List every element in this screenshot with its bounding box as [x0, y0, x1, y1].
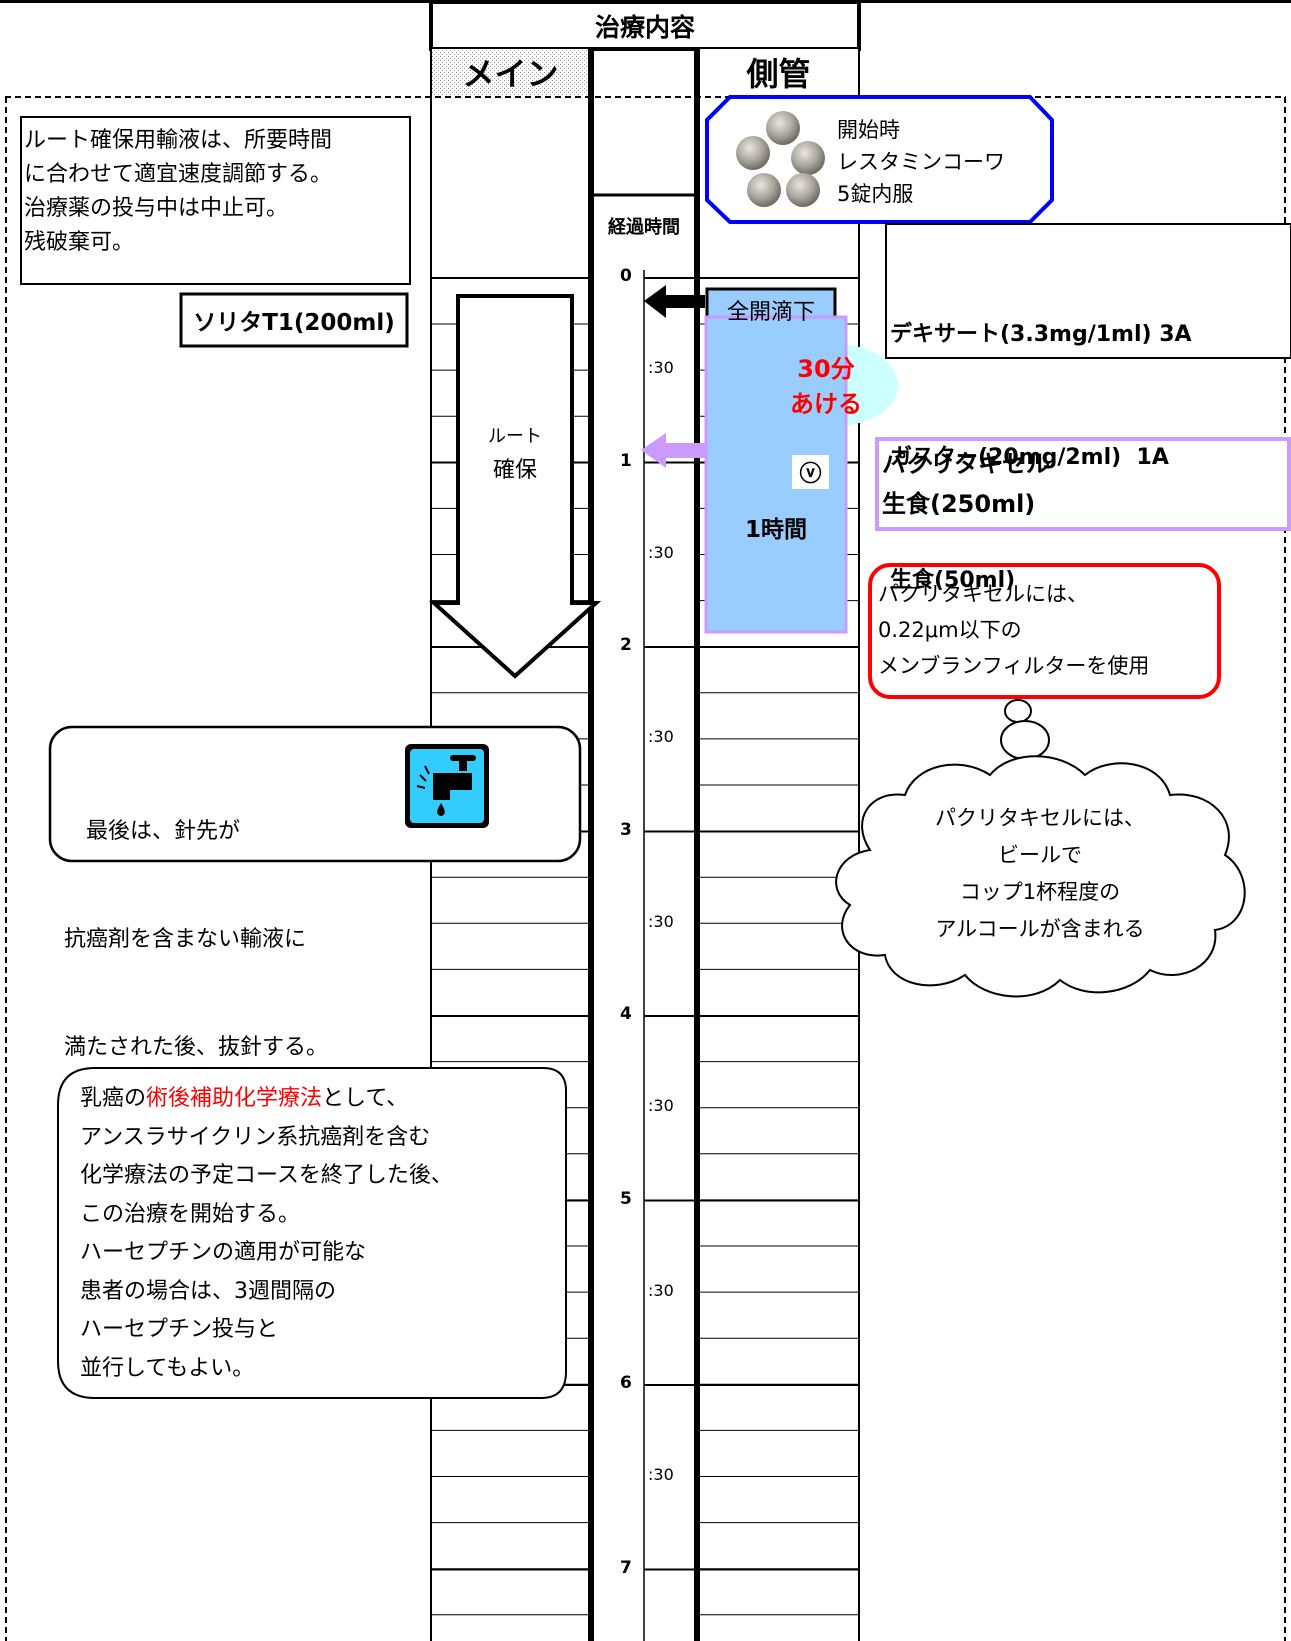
bc-post: として、: [322, 1086, 409, 1111]
end-note-line: 満たされた後、抜針する。: [64, 1035, 329, 1060]
wait-line: あける: [790, 390, 862, 418]
half-hour-label: :30: [648, 1096, 674, 1116]
bc-line: 並行してもよい。: [80, 1355, 255, 1381]
side-column-label: 側管: [746, 55, 811, 93]
bc-line: 化学療法の予定コースを終了した後、: [80, 1163, 453, 1188]
hour-label: 1: [620, 450, 632, 471]
route-arrow-label: ルート 確保: [460, 420, 570, 488]
bc-line: ハーセプチン投与と: [80, 1317, 279, 1342]
alcohol-text: パクリタキセルには、 ビールで コップ1杯程度の アルコールが含まれる: [880, 800, 1200, 948]
premed-line: 5錠内服: [837, 182, 914, 206]
elapsed-time-label: 経過時間: [608, 217, 680, 238]
paclitaxel-line: パクリタキセル: [882, 450, 1050, 478]
filter-box: [868, 563, 1221, 699]
drip-line: ガスター(20mg/2ml) 1A: [890, 445, 1169, 470]
wait-line: 30分: [797, 355, 855, 383]
route-note-line: ルート確保用輸液は、所要時間: [24, 128, 333, 153]
alcohol-cloud: [835, 755, 1246, 998]
half-hour-label: :30: [648, 1465, 674, 1485]
solita-box: [179, 292, 409, 348]
end-note-text: 最後は、針先が 抗癌剤を含まない輸液に 満たされた後、抜針する。: [64, 742, 328, 1102]
full-open-label: 全開滴下: [726, 300, 815, 325]
end-note-line: 抗癌剤を含まない輸液に: [64, 927, 307, 952]
bc-line: 乳癌の術後補助化学療法として、: [80, 1080, 453, 1119]
v-mark-bg: [792, 455, 829, 489]
route-note-line: に合わせて適宜速度調節する。: [24, 162, 333, 187]
bc-callout-text: 乳癌の術後補助化学療法として、 アンスラサイクリン系抗癌剤を含む 化学療法の予定…: [80, 1080, 453, 1388]
main-column-label: メイン: [462, 55, 559, 93]
hour-label: 5: [620, 1188, 632, 1209]
half-hour-label: :30: [648, 911, 674, 931]
bc-line: アンスラサイクリン系抗癌剤を含む: [80, 1124, 431, 1150]
paclitaxel-arrow: [641, 433, 705, 468]
faucet-icon: [405, 744, 489, 828]
route-note: ルート確保用輸液は、所要時間 に合わせて適宜速度調節する。 治療薬の投与中は中止…: [24, 124, 409, 260]
paclitaxel-box: [875, 437, 1291, 531]
header-title: 治療内容: [594, 12, 695, 42]
route-arrow-line: 確保: [492, 458, 537, 483]
drip-line: デキサート(3.3mg/1ml) 3A: [890, 322, 1192, 347]
route-note-box: [20, 116, 411, 285]
alcohol-line: ビールで: [998, 843, 1082, 867]
premed-text: 開始時 レスタミンコーワ 5錠内服: [837, 114, 1005, 210]
bc-highlight: 術後補助化学療法: [146, 1086, 323, 1111]
pill-tablets-icon: [736, 111, 825, 207]
hour-label: 7: [620, 1557, 632, 1578]
solita-label: ソリタT1(200ml): [193, 310, 395, 336]
hour-label: 0: [620, 266, 632, 286]
half-hour-label: :30: [648, 542, 674, 562]
half-hour-label: :30: [648, 358, 674, 378]
route-down-arrow: [428, 294, 602, 679]
thought-bubble-small: [1004, 699, 1032, 723]
premed-line: レスタミンコーワ: [837, 150, 1005, 174]
paclitaxel-line: 生食(250ml): [882, 490, 1036, 518]
bc-line: 患者の場合は、3週間隔の: [80, 1278, 336, 1304]
bc-pre: 乳癌の: [80, 1086, 147, 1111]
drip-info-box: [885, 223, 1291, 359]
bc-line: ハーセプチンの適用が可能な: [80, 1240, 367, 1265]
alcohol-line: パクリタキセルには、: [935, 806, 1145, 830]
end-note-line: 最後は、針先が: [64, 819, 241, 844]
header-title-box: [429, 0, 861, 51]
half-hour-label: :30: [648, 727, 674, 747]
hour-label: 4: [620, 1004, 632, 1024]
filter-line: パクリタキセルには、: [878, 582, 1088, 606]
hour-label: 3: [620, 819, 632, 840]
alcohol-line: アルコールが含まれる: [935, 917, 1145, 941]
wait-label: 30分 あける: [776, 352, 876, 422]
premed-line: 開始時: [837, 118, 900, 142]
thought-bubble-medium: [1000, 720, 1050, 760]
bc-line: この治療を開始する。: [80, 1201, 301, 1227]
alcohol-line: コップ1杯程度の: [959, 880, 1121, 904]
main-label-box: [431, 49, 590, 95]
hour-label: 2: [620, 635, 632, 655]
hour-label: 6: [620, 1373, 632, 1393]
route-arrow-line: ルート: [488, 426, 542, 447]
paclitaxel-label: パクリタキセル 生食(250ml): [882, 444, 1050, 524]
route-note-line: 治療薬の投与中は中止可。: [24, 196, 289, 221]
side-label-box: [698, 49, 859, 95]
filter-line: メンブランフィルターを使用: [878, 654, 1150, 678]
one-hour-label: 1時間: [744, 517, 807, 543]
filter-line: 0.22μm以下の: [878, 618, 1022, 642]
route-note-line: 残破棄可。: [24, 230, 135, 255]
half-hour-label: :30: [648, 1280, 674, 1300]
drip-info-text: デキサート(3.3mg/1ml) 3A ガスター(20mg/2ml) 1A 生食…: [890, 232, 1192, 642]
filter-text: パクリタキセルには、 0.22μm以下の メンブランフィルターを使用: [878, 576, 1149, 684]
drip-line: 生食(50ml): [890, 568, 1016, 593]
bc-callout-box: [57, 1067, 567, 1399]
v-mark: ⓥ: [799, 462, 822, 487]
full-open-arrow: [644, 285, 705, 318]
